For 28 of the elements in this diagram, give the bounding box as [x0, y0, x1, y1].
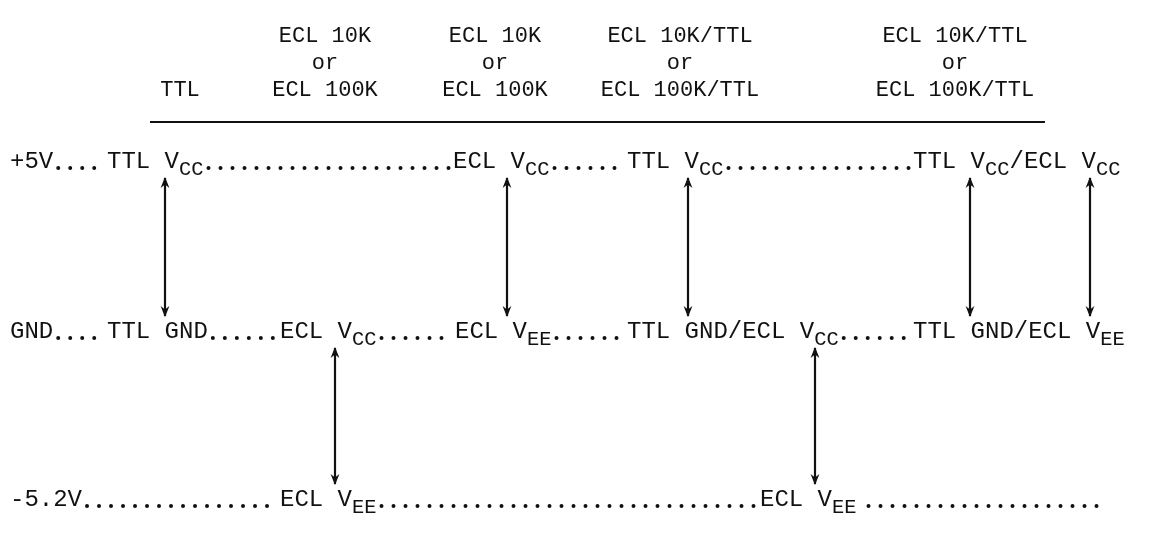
supply-label: TTL V$_{CC}$ [627, 148, 724, 176]
supply-label: TTL GND/ECL V$_{EE}$ [913, 318, 1125, 346]
dotted-line [726, 166, 912, 170]
supply-label: ECL V$_{EE}$ [455, 318, 552, 346]
double-arrow [502, 176, 512, 318]
double-arrow [160, 176, 170, 318]
column-header: ECL 10K or ECL 100K [441, 23, 549, 104]
double-arrow [965, 176, 975, 318]
supply-label: ECL V$_{EE}$ [760, 486, 857, 514]
supply-label: ECL V$_{CC}$ [453, 148, 550, 176]
supply-label: TTL GND/ECL V$_{CC}$ [627, 318, 839, 346]
voltage-level-label: -5.2V [10, 486, 82, 514]
supply-label: TTL V$_{CC}$/ECL V$_{CC}$ [913, 148, 1121, 176]
voltage-level-label: +5V [10, 148, 54, 176]
supply-label: ECL V$_{CC}$ [280, 318, 377, 346]
double-arrow [330, 346, 340, 486]
dotted-line [206, 166, 452, 170]
voltage-level-label: GND [10, 318, 54, 346]
column-header: ECL 10K or ECL 100K [271, 23, 379, 104]
double-arrow [810, 346, 820, 486]
supply-label: TTL GND [107, 318, 208, 346]
double-arrow [1085, 176, 1095, 318]
column-header: ECL 10K/TTL or ECL 100K/TTL [874, 23, 1036, 104]
column-header: ECL 10K/TTL or ECL 100K/TTL [599, 23, 761, 104]
column-header: TTL [159, 77, 201, 104]
double-arrow [683, 176, 693, 318]
supply-label: ECL V$_{EE}$ [280, 486, 377, 514]
supply-label: TTL V$_{CC}$ [107, 148, 204, 176]
